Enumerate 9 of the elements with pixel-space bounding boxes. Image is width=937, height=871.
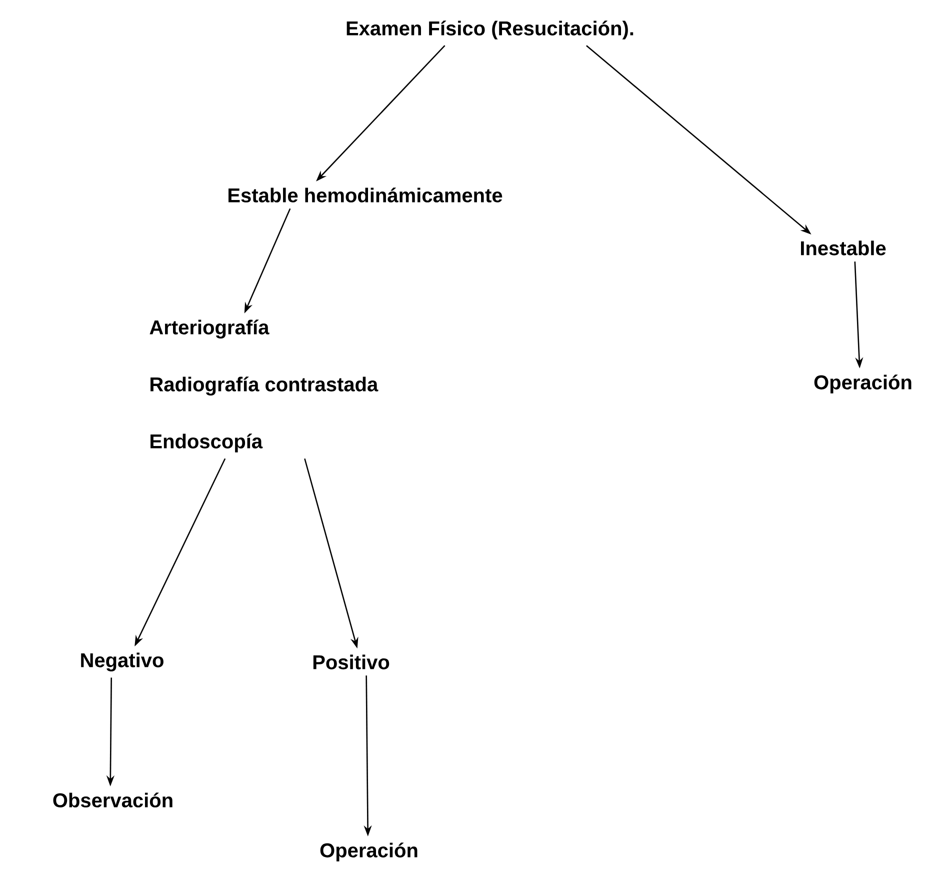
node-label: Negativo xyxy=(81,652,164,672)
node-label: Observación xyxy=(53,792,172,808)
node-label: Estable hemodinámicamente xyxy=(228,188,502,202)
node-label: Examen Físico (Resucitación). xyxy=(346,20,634,40)
node-label: Positivo xyxy=(313,654,390,670)
node-label: Inestable xyxy=(801,240,886,256)
node-label: Operación xyxy=(320,842,418,862)
node-label: Operación xyxy=(814,374,912,394)
label-list: Arteriografía Radiografía contrastada Endoscopía xyxy=(150,320,378,452)
